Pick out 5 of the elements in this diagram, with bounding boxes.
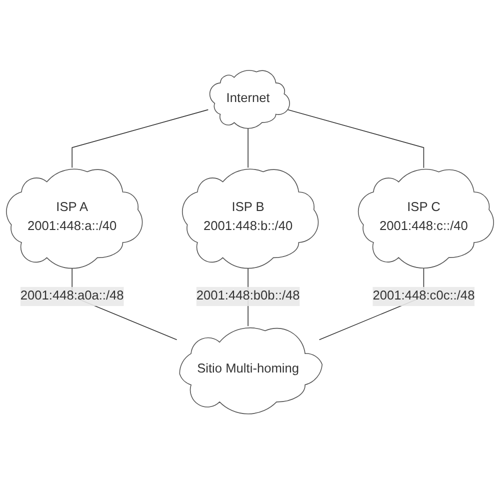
connector <box>72 110 209 168</box>
connector <box>288 110 424 169</box>
edge-label: 2001:448:b0b::/48 <box>196 290 300 304</box>
edge-label: 2001:448:c0c::/48 <box>372 290 475 304</box>
edge-label: 2001:448:a0a::/48 <box>20 290 124 304</box>
